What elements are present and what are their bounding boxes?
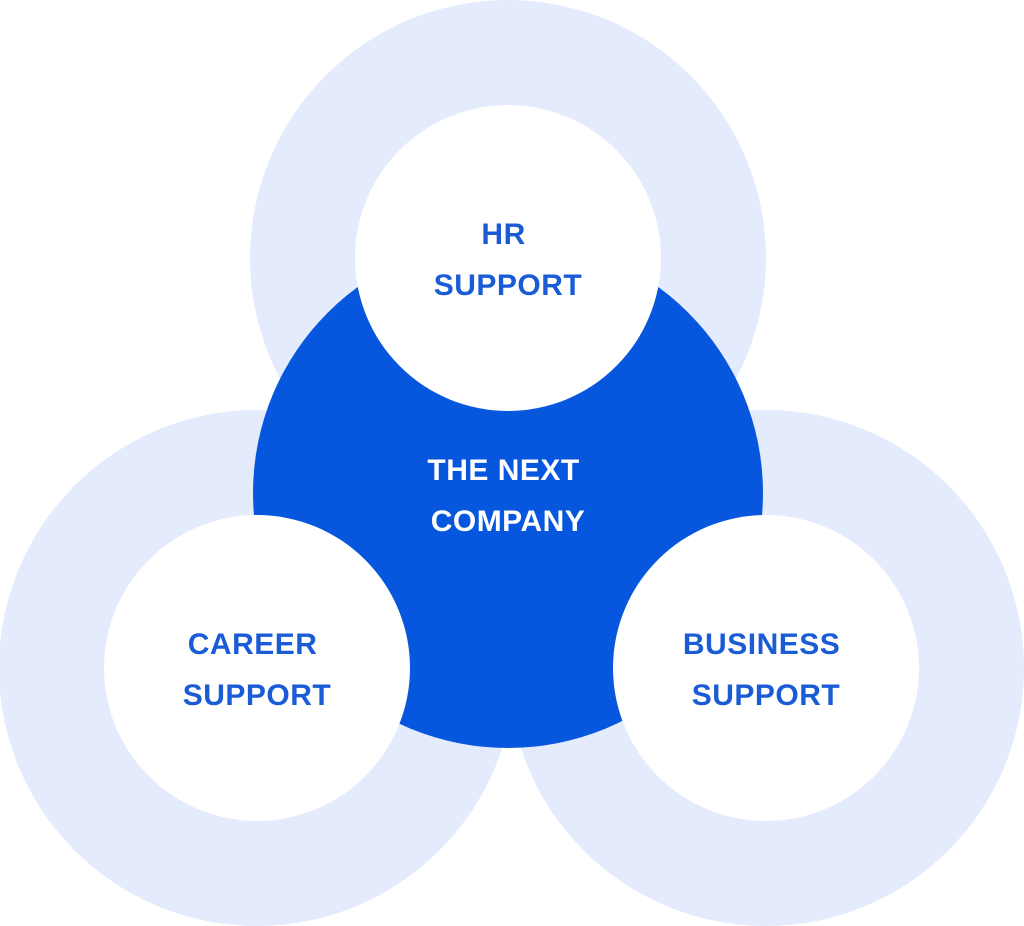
business-label: BUSINESS SUPPORT (683, 628, 849, 712)
business-inner-circle (613, 515, 919, 821)
career-label: CAREER SUPPORT (183, 628, 332, 712)
center-label: THE NEXT COMPANY (427, 454, 588, 538)
career-inner-circle (104, 515, 410, 821)
hr-label: HR SUPPORT (434, 218, 583, 302)
hr-inner-circle (355, 105, 661, 411)
